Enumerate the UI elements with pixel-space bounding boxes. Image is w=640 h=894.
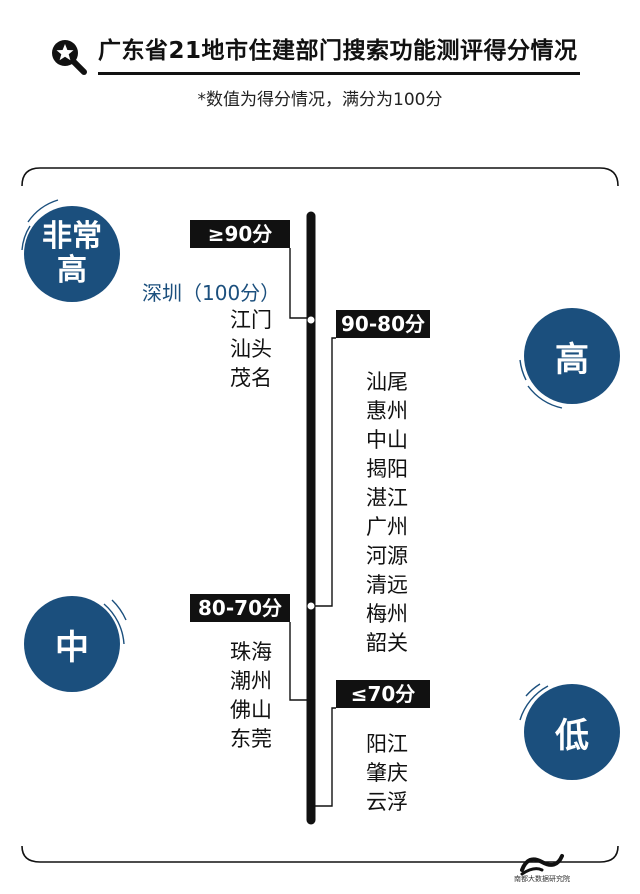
node-tier-90 <box>306 315 316 325</box>
arc-mid <box>103 603 125 645</box>
arc-high-2 <box>519 359 527 381</box>
tier-label-90-80: 90-80分 <box>336 310 430 338</box>
city-item: 东莞 <box>230 727 272 751</box>
arc-low-2 <box>525 683 541 697</box>
city-item: 河源 <box>366 544 408 568</box>
city-list-tier-90: 江门 汕头 茂名 <box>230 306 272 393</box>
connector-tier-70 <box>311 707 336 807</box>
arc-very-high <box>27 199 59 223</box>
frame-bottom-border <box>21 845 619 863</box>
city-list-tier-80-70: 珠海 潮州 佛山 东莞 <box>230 638 272 754</box>
page-subtitle: *数值为得分情况，满分为100分 <box>197 90 443 110</box>
tier-label-90: ≥90分 <box>190 220 290 248</box>
city-item: 阳江 <box>366 732 408 756</box>
city-item: 珠海 <box>230 640 272 664</box>
level-mid-badge: 中 <box>24 596 120 692</box>
search-star-icon <box>52 40 87 75</box>
publisher-logo-icon <box>520 854 564 876</box>
connector-tier-80-70 <box>289 622 311 701</box>
arc-mid-2 <box>111 599 127 621</box>
city-item: 汕尾 <box>366 370 408 394</box>
arc-very-high-2 <box>21 225 31 251</box>
city-item: 云浮 <box>366 790 408 814</box>
level-very-high-label: 非常高 <box>42 219 102 288</box>
city-item: 茂名 <box>230 366 272 390</box>
connector-tier-90 <box>289 248 311 319</box>
highlight-city-shenzhen: 深圳（100分） <box>142 281 281 305</box>
title-underline <box>98 72 580 75</box>
arc-high <box>527 385 563 409</box>
frame-top-border <box>21 167 619 187</box>
tier-label-70: ≤70分 <box>336 680 430 708</box>
arc-low <box>519 685 549 721</box>
publisher-name: 南都大数据研究院 <box>514 875 570 883</box>
city-item: 中山 <box>366 428 408 452</box>
city-item: 佛山 <box>230 698 272 722</box>
city-item: 梅州 <box>366 602 408 626</box>
level-high-badge: 高 <box>524 308 620 404</box>
city-item: 江门 <box>230 308 272 332</box>
city-item: 广州 <box>366 515 408 539</box>
tier-label-80-70: 80-70分 <box>190 594 290 622</box>
level-very-high-badge: 非常高 <box>24 206 120 302</box>
connector-tier-90-80 <box>311 337 336 607</box>
city-item: 汕头 <box>230 337 272 361</box>
city-item: 韶关 <box>366 631 408 655</box>
page-title: 广东省21地市住建部门搜索功能测评得分情况 <box>98 38 578 64</box>
city-item: 肇庆 <box>366 761 408 785</box>
city-list-tier-70: 阳江 肇庆 云浮 <box>366 730 408 817</box>
city-item: 清远 <box>366 573 408 597</box>
level-low-badge: 低 <box>524 684 620 780</box>
city-list-tier-90-80: 汕尾 惠州 中山 揭阳 湛江 广州 河源 清远 梅州 韶关 <box>366 368 408 658</box>
city-item: 潮州 <box>230 669 272 693</box>
node-tier-80-70 <box>306 601 316 611</box>
city-item: 惠州 <box>366 399 408 423</box>
city-item: 揭阳 <box>366 457 408 481</box>
city-item: 湛江 <box>366 486 408 510</box>
